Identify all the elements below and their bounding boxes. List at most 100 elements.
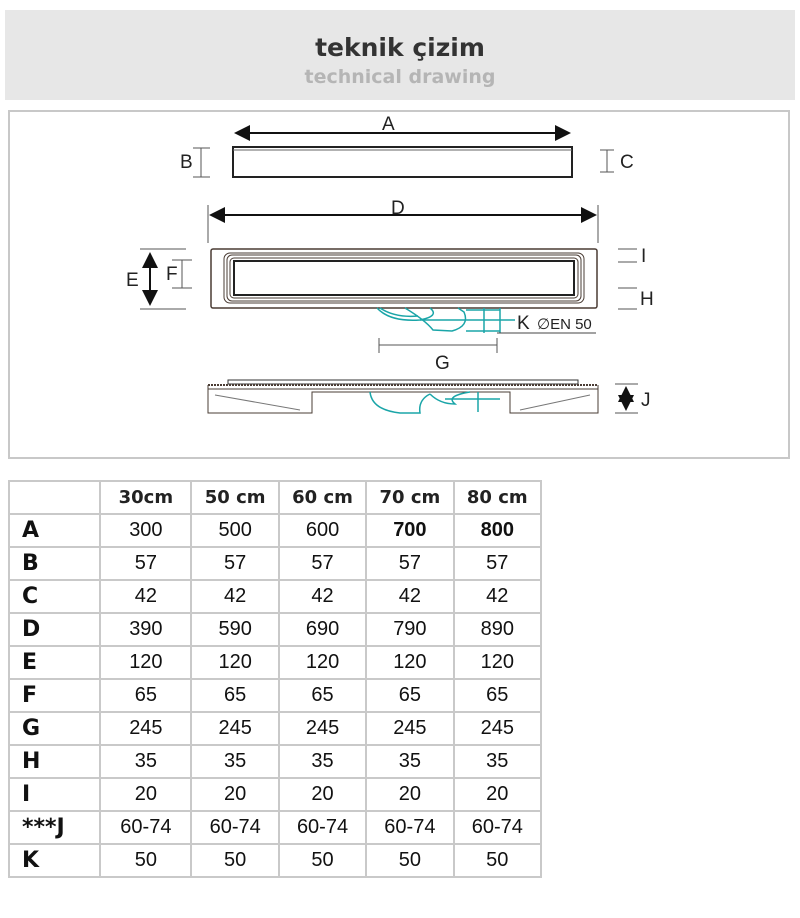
label-i: I: [641, 246, 646, 267]
label-d: D: [391, 198, 405, 219]
corner-cell: [7, 480, 102, 515]
dimension-f: [172, 259, 192, 289]
label-j: J: [641, 390, 651, 411]
dimension-h: [618, 287, 637, 310]
table-cell: 50: [452, 843, 543, 878]
row-label: G: [7, 711, 102, 746]
table-cell: 65: [277, 678, 368, 713]
table-cell: 245: [277, 711, 368, 746]
table-cell: 42: [452, 579, 543, 614]
table-cell: 20: [277, 777, 368, 812]
table-cell: 42: [190, 579, 280, 614]
header-banner: teknik çizim technical drawing: [5, 10, 795, 100]
table-cell: 57: [452, 546, 543, 581]
channel-top-view: [210, 248, 598, 309]
table-cell: 65: [365, 678, 455, 713]
table-cell: 245: [99, 711, 193, 746]
table-cell: 120: [365, 645, 455, 680]
table-cell: 57: [277, 546, 368, 581]
table-cell: 120: [99, 645, 193, 680]
row-label: ***J: [7, 810, 102, 845]
table-cell: 57: [99, 546, 193, 581]
channel-side-view: [207, 379, 599, 414]
table-cell: 700: [365, 513, 455, 548]
page-subtitle: technical drawing: [304, 66, 496, 88]
column-header: 60 cm: [277, 480, 368, 515]
table-cell: 50: [277, 843, 368, 878]
table-cell: 800: [452, 513, 543, 548]
table-cell: 57: [190, 546, 280, 581]
technical-drawing-frame: [8, 110, 790, 459]
table-cell: 35: [99, 744, 193, 779]
table-cell: 390: [99, 612, 193, 647]
drain-trap-side: [369, 391, 500, 414]
row-label: F: [7, 678, 102, 713]
table-cell: 35: [190, 744, 280, 779]
dimension-i: [618, 248, 637, 263]
table-cell: 120: [452, 645, 543, 680]
row-label: D: [7, 612, 102, 647]
row-label: H: [7, 744, 102, 779]
table-cell: 590: [190, 612, 280, 647]
drain-trap: [376, 307, 515, 333]
table-cell: 500: [190, 513, 280, 548]
table-cell: 60-74: [365, 810, 455, 845]
table-cell: 50: [365, 843, 455, 878]
column-header: 70 cm: [365, 480, 455, 515]
table-cell: 42: [365, 579, 455, 614]
table-cell: 60-74: [452, 810, 543, 845]
dimension-e: [140, 248, 186, 310]
label-g: G: [435, 353, 450, 374]
table-cell: 890: [452, 612, 543, 647]
row-label: E: [7, 645, 102, 680]
table-cell: 690: [277, 612, 368, 647]
table-cell: 57: [365, 546, 455, 581]
label-a: A: [382, 114, 395, 135]
table-cell: 790: [365, 612, 455, 647]
row-label: I: [7, 777, 102, 812]
label-c: C: [620, 152, 634, 173]
table-cell: 20: [190, 777, 280, 812]
column-header: 50 cm: [190, 480, 280, 515]
dimension-b: [193, 147, 210, 178]
row-label: K: [7, 843, 102, 878]
table-cell: 60-74: [99, 810, 193, 845]
column-header: 30cm: [99, 480, 193, 515]
label-b: B: [180, 152, 193, 173]
table-cell: 65: [190, 678, 280, 713]
table-cell: 35: [365, 744, 455, 779]
table-cell: 65: [99, 678, 193, 713]
row-label: A: [7, 513, 102, 548]
table-cell: 245: [190, 711, 280, 746]
label-f: F: [166, 264, 178, 285]
label-pipe-size: ∅EN 50: [537, 316, 592, 333]
table-cell: 50: [190, 843, 280, 878]
table-cell: 20: [452, 777, 543, 812]
table-cell: 60-74: [190, 810, 280, 845]
dimension-c: [600, 149, 614, 173]
table-cell: 35: [277, 744, 368, 779]
table-cell: 600: [277, 513, 368, 548]
table-cell: 120: [277, 645, 368, 680]
table-cell: 42: [99, 579, 193, 614]
table-cell: 65: [452, 678, 543, 713]
label-e: E: [126, 270, 139, 291]
page-title: teknik çizim: [315, 33, 485, 62]
technical-drawing: A B C D K ∅EN 50 E F I H G: [126, 114, 654, 414]
table-cell: 20: [365, 777, 455, 812]
row-label: B: [7, 546, 102, 581]
label-k: K: [517, 313, 530, 334]
label-h: H: [640, 289, 654, 310]
column-header: 80 cm: [452, 480, 543, 515]
table-header-row: 30cm 50 cm 60 cm 70 cm 80 cm: [7, 480, 543, 515]
